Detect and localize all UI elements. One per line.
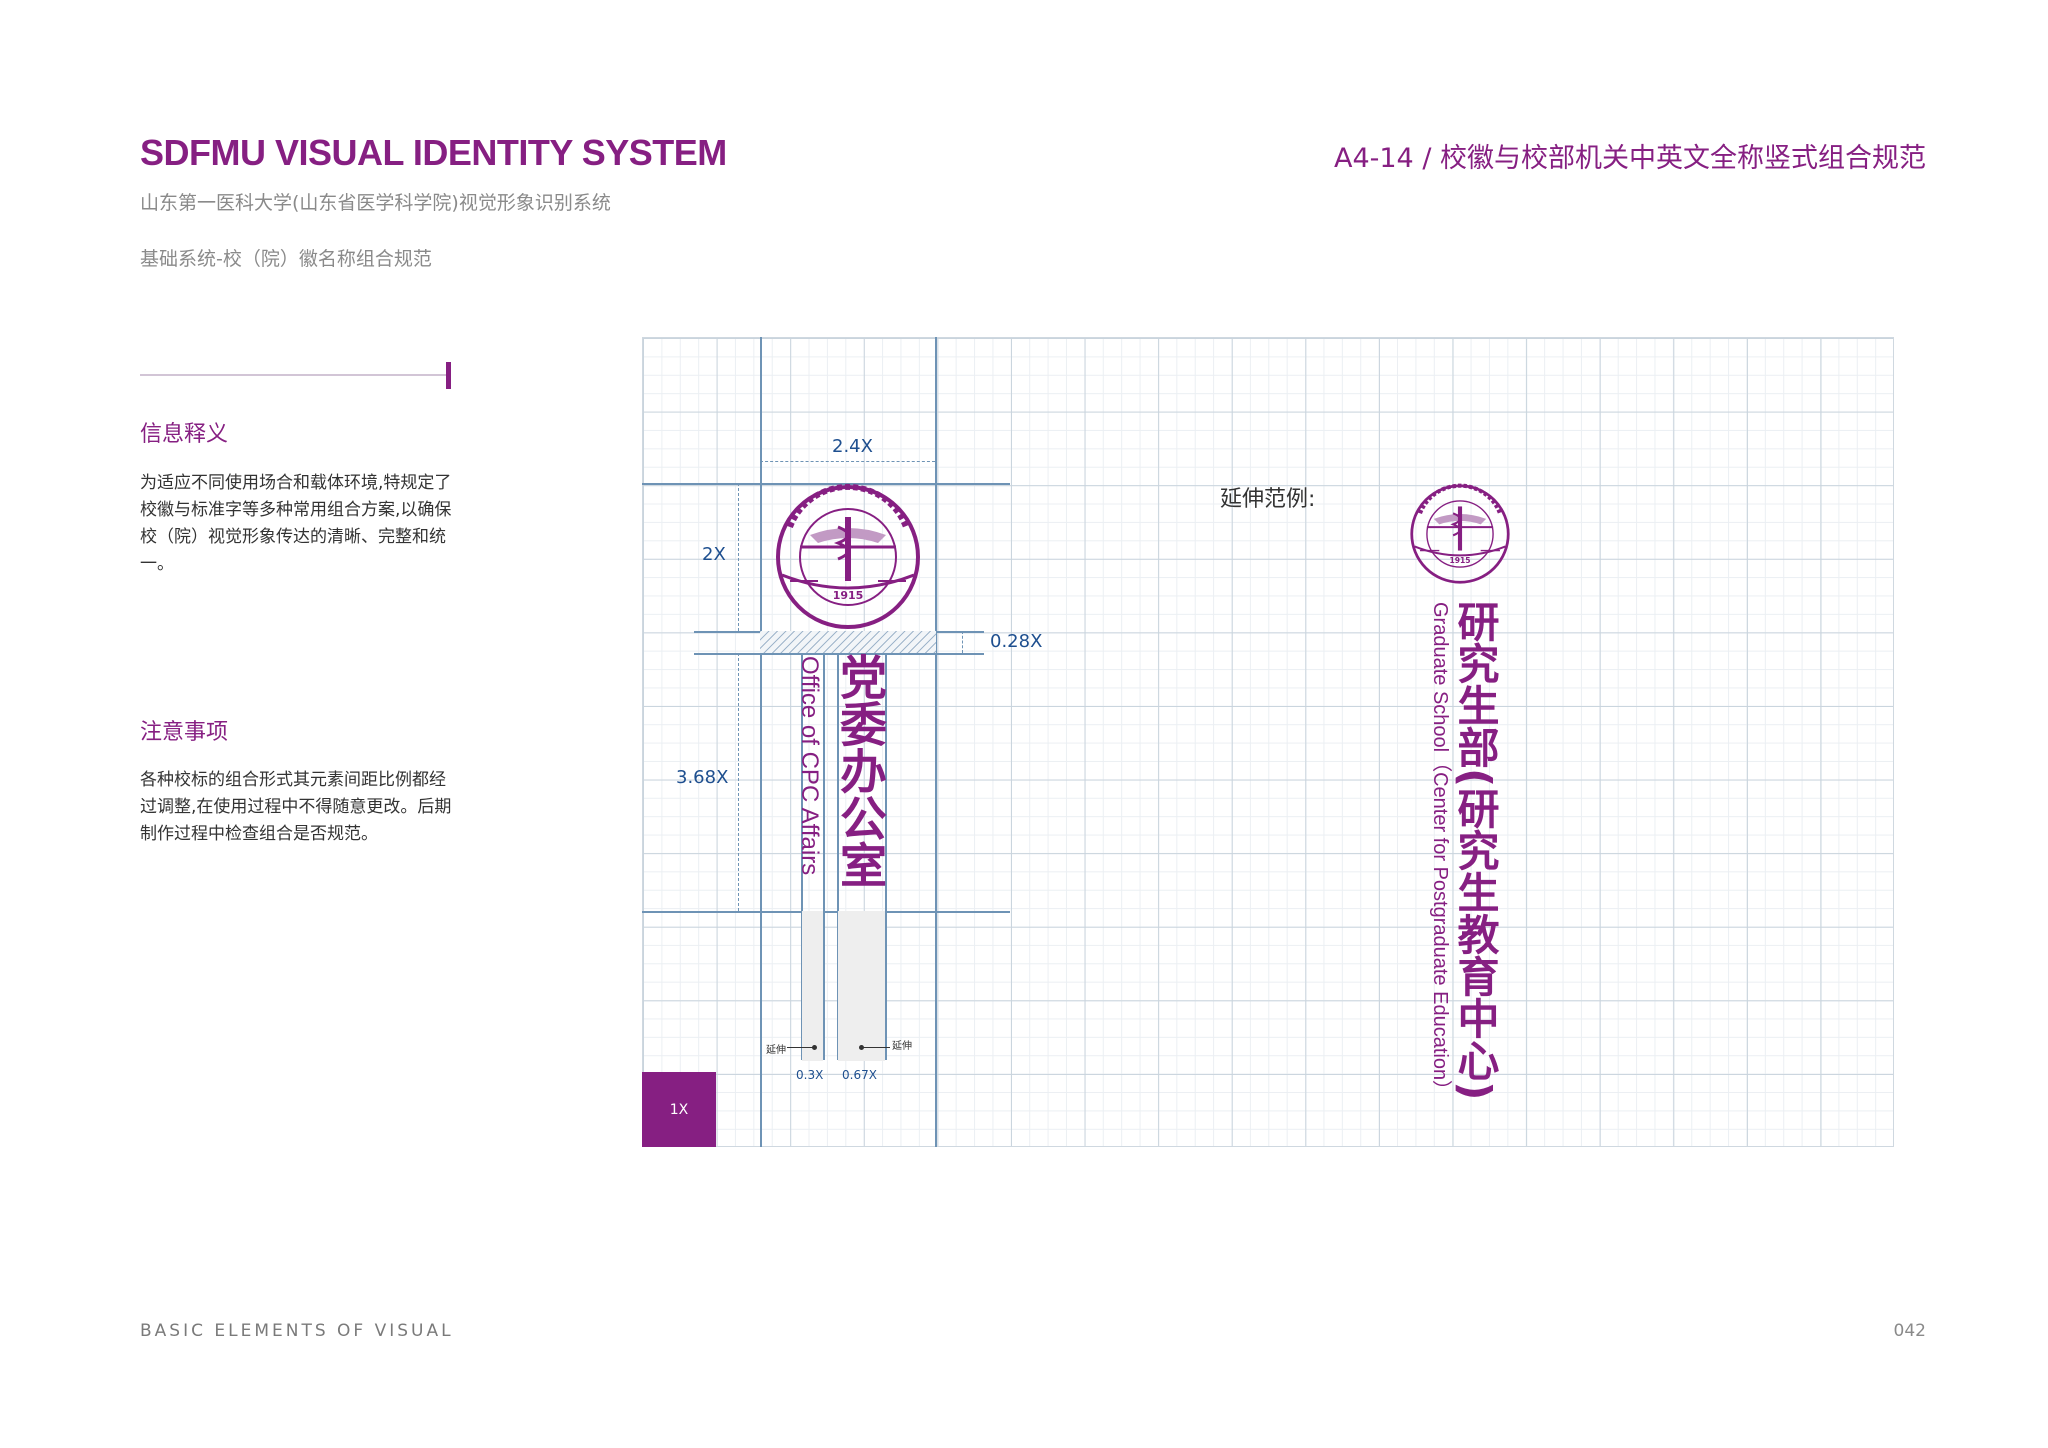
example-label: 延伸范例: (1220, 487, 1316, 512)
guide-cn-left (837, 653, 839, 1060)
extend-label-left: 延伸 (766, 1045, 786, 1056)
unit-label: 1X (669, 1101, 689, 1118)
extend-label-right: 延伸 (892, 1041, 912, 1052)
dim-en-col-label: 0.3X (796, 1068, 824, 1082)
extend-pointer-right (862, 1047, 890, 1048)
info-paragraph: 为适应不同使用场合和载体环境,特规定了校徽与标准字等多种常用组合方案,以确保校（… (140, 473, 452, 574)
guide-en-left (801, 653, 803, 1060)
extend-dot-left (812, 1045, 817, 1050)
emblem-year: 1915 (833, 589, 864, 602)
section-name: 基础系统-校（院）徽名称组合规范 (140, 248, 432, 270)
example-dept-name-cn: 研究生部(研究生教育中心) (1451, 600, 1500, 1101)
dim-gap-line (962, 631, 963, 653)
unit-swatch: 1X (642, 1072, 716, 1147)
sidebar-divider-mark (446, 362, 451, 389)
dim-text-label: 3.68X (676, 767, 729, 788)
extend-dot-right (859, 1045, 864, 1050)
guide-bottom (642, 911, 1010, 913)
example-dept-name-en: Graduate School（Center for Postgraduate … (1429, 602, 1451, 1101)
guide-right (935, 337, 937, 1147)
extension-bar-cn (838, 911, 885, 1061)
extend-pointer-left (787, 1047, 814, 1048)
brand-subtitle: 山东第一医科大学(山东省医学科学院)视觉形象识别系统 (140, 192, 611, 214)
dim-logo-label: 2X (702, 544, 726, 565)
example-emblem-year: 1915 (1449, 556, 1470, 565)
university-emblem: 1915 (776, 483, 920, 629)
guide-left (760, 337, 762, 1147)
gap-hatch (760, 631, 936, 653)
dept-name-cn: 党委办公室 (831, 653, 886, 888)
page-number: 042 (1893, 1321, 1926, 1341)
sidebar-divider (140, 374, 448, 376)
notes-heading: 注意事项 (140, 720, 229, 745)
notes-paragraph: 各种校标的组合形式其元素间距比例都经过调整,在使用过程中不得随意更改。后期制作过… (140, 770, 452, 844)
extension-bar-en (802, 911, 823, 1061)
dim-cn-col-label: 0.67X (842, 1068, 877, 1082)
brand-title: SDFMU VISUAL IDENTITY SYSTEM (140, 132, 727, 173)
guide-en-right (823, 653, 825, 1060)
dim-width-label: 2.4X (832, 436, 873, 457)
page-code-title: A4-14 / 校徽与校部机关中英文全称竖式组合规范 (1333, 143, 1926, 174)
construction-grid (642, 337, 1894, 1147)
info-heading: 信息释义 (140, 422, 229, 447)
dept-name-en: Office of CPC Affairs (796, 656, 823, 876)
guide-text-top (694, 653, 984, 655)
guide-cn-right (885, 653, 887, 1060)
dim-gap-label: 0.28X (990, 631, 1043, 652)
dim-text-line (738, 653, 739, 911)
example-emblem: 1915 (1410, 483, 1510, 584)
guide-top (642, 483, 1010, 485)
dim-width-line (760, 461, 935, 462)
footer-label: BASIC ELEMENTS OF VISUAL (140, 1321, 454, 1341)
dim-logo-line (738, 483, 739, 631)
